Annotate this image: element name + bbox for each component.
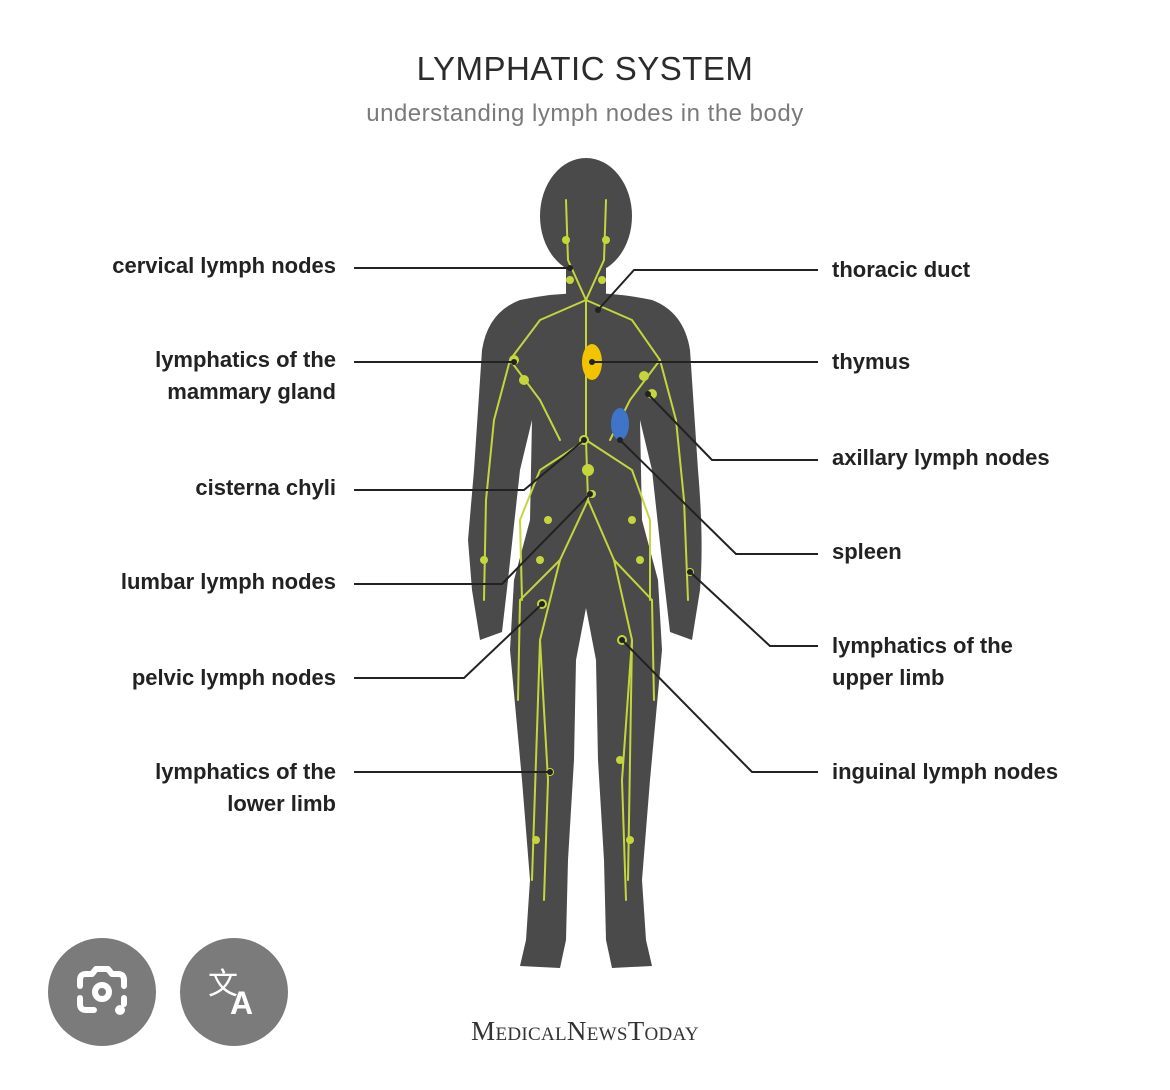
label-line: lymphatics of the	[155, 759, 336, 784]
label-spleen: spleen	[832, 536, 902, 568]
label-line: cervical lymph nodes	[112, 253, 336, 278]
lymph-vessels	[483, 199, 689, 901]
label-line: thymus	[832, 349, 911, 374]
label-line: inguinal lymph nodes	[832, 759, 1059, 784]
label-line: lumbar lymph nodes	[120, 569, 336, 594]
label-line: lower limb	[227, 791, 336, 816]
label-line: lymphatics of the	[155, 347, 336, 372]
page-subtitle: understanding lymph nodes in the body	[366, 100, 804, 127]
svg-text:文: 文	[208, 967, 238, 1002]
translate-button[interactable]: 文 A	[180, 938, 288, 1046]
label-line: lymphatics of the	[832, 633, 1013, 658]
label-lymphatics-lower-limb: lymphatics of the lower limb	[155, 756, 336, 820]
brand-part-medical: Medical	[471, 1016, 567, 1046]
label-line: pelvic lymph nodes	[131, 665, 336, 690]
spleen-organ	[611, 408, 629, 440]
label-lymphatics-upper-limb: lymphatics of the upper limb	[832, 630, 1013, 694]
leader-dots	[511, 265, 693, 775]
lens-button[interactable]	[48, 938, 156, 1046]
label-line: thoracic duct	[832, 257, 971, 282]
label-pelvic-lymph-nodes: pelvic lymph nodes	[132, 662, 336, 694]
label-lymphatics-mammary-gland: lymphatics of the mammary gland	[155, 344, 336, 408]
label-line: axillary lymph nodes	[832, 445, 1050, 470]
body-silhouette	[468, 158, 702, 968]
label-cisterna-chyli: cisterna chyli	[195, 472, 336, 504]
svg-text:A: A	[230, 985, 253, 1020]
label-line: cisterna chyli	[195, 475, 336, 500]
label-thymus: thymus	[832, 346, 910, 378]
label-thoracic-duct: thoracic duct	[832, 254, 970, 286]
lens-icon	[77, 966, 127, 1015]
page-title: LYMPHATIC SYSTEM	[416, 50, 754, 87]
label-line: mammary gland	[167, 379, 336, 404]
label-inguinal-lymph-nodes: inguinal lymph nodes	[832, 756, 1058, 788]
leader-lines	[354, 267, 818, 773]
label-line: upper limb	[832, 665, 945, 690]
label-cervical-lymph-nodes: cervical lymph nodes	[112, 250, 336, 282]
translate-icon: 文 A	[208, 967, 253, 1020]
label-axillary-lymph-nodes: axillary lymph nodes	[832, 442, 1050, 474]
brand-part-news: News	[566, 1016, 628, 1046]
label-line: spleen	[832, 539, 902, 564]
label-lumbar-lymph-nodes: lumbar lymph nodes	[121, 566, 336, 598]
brand-logo: MedicalNewsToday	[0, 1016, 1170, 1047]
brand-part-today: Today	[627, 1016, 699, 1046]
